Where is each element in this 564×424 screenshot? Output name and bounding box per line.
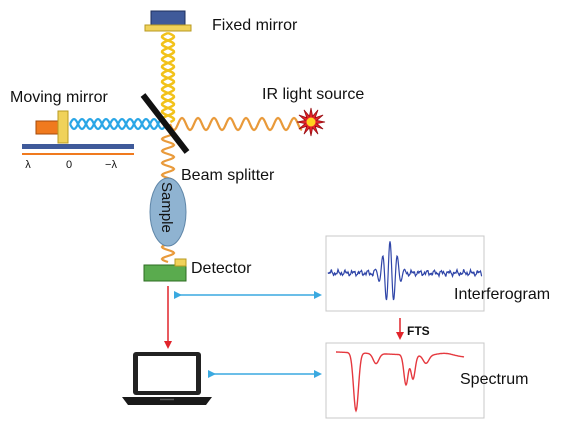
moving-mirror	[22, 110, 134, 155]
sample-cell	[149, 177, 187, 247]
scale-tick-zero: 0	[66, 159, 72, 171]
ir-star-icon	[296, 107, 326, 137]
beam-splitter	[140, 93, 190, 154]
interferogram-trace	[327, 241, 483, 301]
fixed-mirror	[144, 10, 192, 32]
scale-tick-lambda: λ	[25, 159, 31, 171]
moving-mirror-label: Moving mirror	[10, 89, 108, 106]
interferogram-label: Interferogram	[454, 286, 550, 303]
spectrum-label: Spectrum	[460, 371, 528, 388]
vertical-beam-b	[160, 31, 176, 124]
moving-mirror-beam-b	[69, 117, 167, 131]
scale-tick-minus-lambda: −λ	[105, 159, 117, 171]
laptop-icon	[122, 352, 212, 405]
ir-beam	[168, 116, 303, 132]
fixed-mirror-label: Fixed mirror	[212, 17, 298, 34]
fts-label: FTS	[407, 324, 430, 338]
detector-label: Detector	[191, 260, 252, 277]
beam-splitter-label: Beam splitter	[181, 167, 275, 184]
ir-source-label: IR light source	[262, 86, 364, 103]
detector	[143, 258, 187, 282]
spectrum-trace	[336, 351, 465, 413]
sample-label: Sample	[158, 182, 175, 233]
